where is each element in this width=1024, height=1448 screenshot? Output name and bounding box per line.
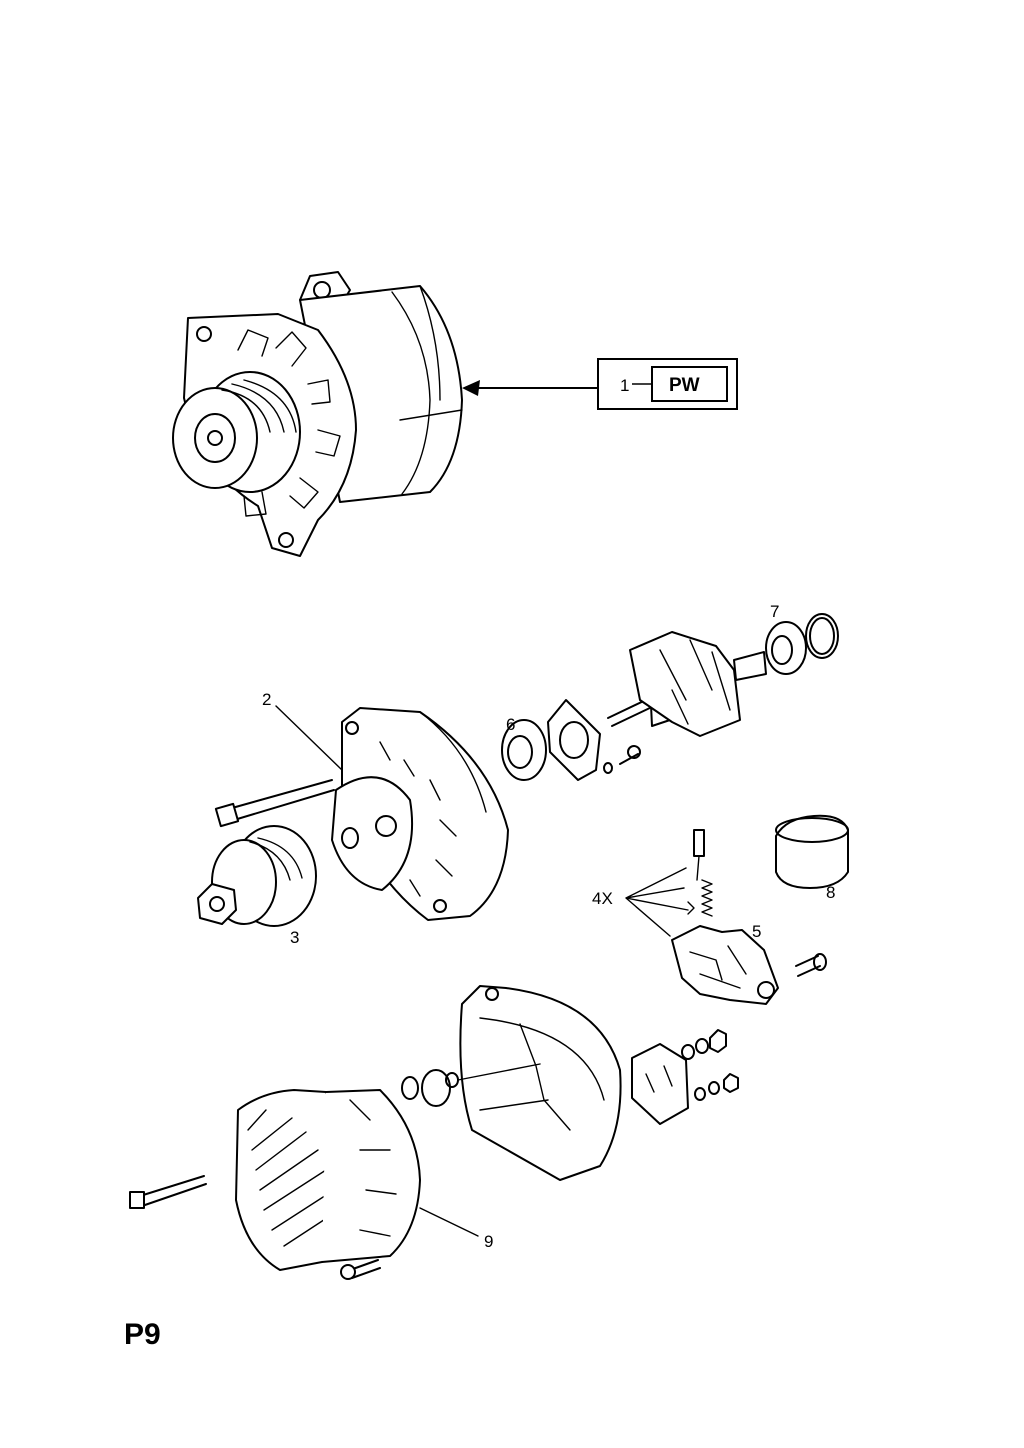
brush-holder-5: [671, 925, 827, 1005]
lower-screw: [340, 1259, 381, 1280]
callout-6: 6: [506, 715, 515, 734]
nuts-and-washers: [681, 1029, 739, 1101]
part-reference-box: 1 PW: [597, 358, 738, 410]
reference-arrowhead: [462, 380, 480, 396]
drive-end-bracket: [331, 707, 509, 921]
bearing-7: [765, 621, 807, 675]
slip-ring-end-housing: [457, 985, 622, 1181]
retainer-plate: [547, 699, 601, 781]
callout-3: 3: [290, 928, 299, 947]
callout-1: 1: [620, 376, 629, 395]
page-code: P9: [124, 1318, 161, 1351]
leader-2: [275, 705, 343, 771]
o-ring: [805, 613, 839, 659]
through-bolt: [214, 779, 335, 828]
callout-2: 2: [262, 690, 271, 709]
rotor: [607, 631, 767, 737]
callout-8: 8: [826, 883, 835, 902]
callout-5: 5: [752, 922, 761, 941]
sleeve-8: [775, 814, 849, 889]
stator-bolt: [129, 1175, 207, 1209]
bearing-6: [501, 719, 547, 781]
brush-set: [687, 829, 713, 917]
callout-4x: 4X: [592, 889, 613, 908]
reference-code: PW: [669, 375, 700, 396]
spacer-rings: [401, 1069, 459, 1107]
cover-plate: [631, 1043, 689, 1125]
pulley-assembly: [197, 825, 317, 927]
callout-9: 9: [484, 1232, 493, 1251]
leader-9: [419, 1207, 479, 1237]
small-screw: [603, 745, 641, 774]
callout-7: 7: [770, 602, 779, 621]
alternator-assembly: [172, 271, 463, 557]
leaders-4x: [625, 867, 689, 937]
stator-assembly: [235, 1089, 421, 1271]
